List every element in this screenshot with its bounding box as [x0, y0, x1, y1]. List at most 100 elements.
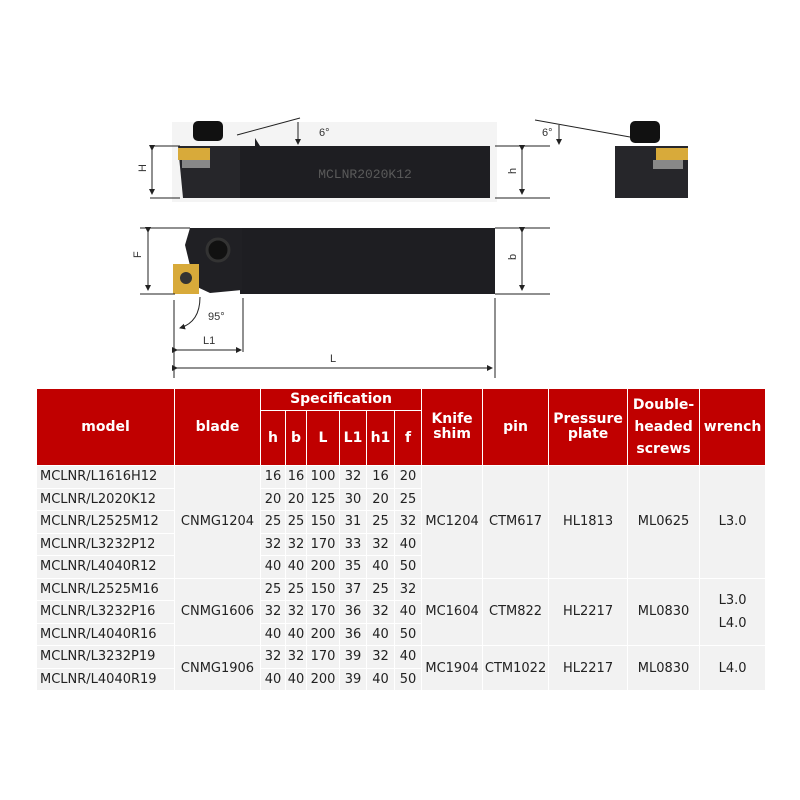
- spec-cell-l1: 30: [339, 487, 367, 511]
- screw-cell: ML0830: [627, 577, 701, 646]
- label-6deg-right: 6°: [542, 127, 553, 139]
- spec-cell-l1: 32: [339, 465, 367, 489]
- wrench-value: L3.0: [718, 514, 747, 530]
- header-pin: pin: [482, 388, 550, 466]
- header-specification: Specification: [259, 388, 423, 411]
- header-L: L: [306, 410, 340, 466]
- spec-cell-l: 200: [306, 622, 340, 646]
- spec-table: model blade Specification Knife shim pin…: [36, 388, 767, 691]
- spec-cell-h1: 20: [366, 487, 395, 511]
- spec-cell-b: 32: [285, 645, 307, 669]
- spec-cell-l: 200: [306, 667, 340, 691]
- spec-cell-l: 170: [306, 532, 340, 556]
- screw-cell: ML0625: [627, 465, 701, 579]
- header-screws: Double-headed screws: [627, 388, 701, 466]
- spec-cell-l: 100: [306, 465, 340, 489]
- wrench-value: L3.0: [718, 592, 747, 608]
- spec-cell-h1: 25: [366, 510, 395, 534]
- tool-marking: MCLNR2020K12: [318, 167, 412, 182]
- spec-cell-l1: 31: [339, 510, 367, 534]
- spec-cell-h: 32: [260, 532, 286, 556]
- spec-cell-f: 32: [393, 577, 423, 601]
- model-cell: MCLNR/L2020K12: [36, 487, 175, 511]
- knife-shim-cell: MC1204: [421, 465, 484, 579]
- insert-icon: [178, 148, 210, 160]
- spec-cell-l: 150: [306, 510, 340, 534]
- spec-cell-h1: 16: [366, 465, 395, 489]
- model-cell: MCLNR/L1616H12: [36, 465, 175, 489]
- label-95deg: 95°: [208, 311, 225, 323]
- side-view: MCLNR2020K12 H 6°: [137, 117, 497, 202]
- model-cell: MCLNR/L4040R12: [36, 555, 175, 579]
- label-L1: L1: [203, 335, 215, 347]
- spec-cell-b: 16: [285, 465, 307, 489]
- label-h: h: [507, 168, 519, 174]
- wrench-cell: L4.0: [699, 645, 767, 691]
- spec-cell-f: 50: [393, 555, 423, 579]
- spec-cell-h: 32: [260, 645, 286, 669]
- header-wrench: wrench: [699, 388, 767, 466]
- pressure-plate-cell: HL1813: [548, 465, 629, 579]
- label-L: L: [330, 353, 336, 365]
- spec-cell-l: 200: [306, 555, 340, 579]
- pressure-plate-cell: HL2217: [548, 577, 629, 646]
- label-6deg-left: 6°: [319, 127, 330, 139]
- knife-shim-cell: MC1904: [421, 645, 484, 691]
- model-cell: MCLNR/L3232P19: [36, 645, 175, 669]
- header-knife-shim: Knife shim: [421, 388, 484, 466]
- model-cell: MCLNR/L4040R19: [36, 667, 175, 691]
- tool-holder-diagram: MCLNR2020K12 H 6° h 6° F b 95°: [132, 117, 688, 378]
- spec-cell-b: 25: [285, 510, 307, 534]
- header-pressure-plate: Pressure plate: [548, 388, 629, 466]
- wrench-value: L4.0: [718, 660, 747, 676]
- spec-cell-h1: 32: [366, 645, 395, 669]
- spec-cell-l1: 37: [339, 577, 367, 601]
- spec-cell-l1: 39: [339, 645, 367, 669]
- spec-cell-f: 25: [393, 487, 423, 511]
- spec-cell-l1: 39: [339, 667, 367, 691]
- spec-cell-l: 170: [306, 600, 340, 624]
- spec-cell-h: 25: [260, 510, 286, 534]
- spec-cell-f: 40: [393, 532, 423, 556]
- header-h1: h1: [366, 410, 395, 466]
- header-f: f: [393, 410, 423, 466]
- spec-cell-b: 32: [285, 600, 307, 624]
- spec-cell-h: 20: [260, 487, 286, 511]
- blade-cell: CNMG1204: [174, 465, 261, 579]
- pin-cell: CTM617: [482, 465, 550, 579]
- pressure-plate-cell: HL2217: [548, 645, 629, 691]
- header-L1: L1: [339, 410, 367, 466]
- spec-cell-f: 40: [393, 600, 423, 624]
- header-h: h: [260, 410, 286, 466]
- spec-cell-h: 25: [260, 577, 286, 601]
- spec-cell-l: 150: [306, 577, 340, 601]
- spec-cell-f: 50: [393, 667, 423, 691]
- spec-cell-f: 32: [393, 510, 423, 534]
- model-cell: MCLNR/L2525M12: [36, 510, 175, 534]
- model-cell: MCLNR/L2525M16: [36, 577, 175, 601]
- spec-cell-l1: 35: [339, 555, 367, 579]
- spec-cell-h: 32: [260, 600, 286, 624]
- plan-view: F b 95° L1 L: [132, 227, 550, 378]
- spec-cell-f: 40: [393, 645, 423, 669]
- label-F: F: [132, 251, 144, 258]
- header-b: b: [285, 410, 307, 466]
- label-H: H: [137, 164, 149, 172]
- spec-cell-h: 40: [260, 622, 286, 646]
- spec-cell-l1: 36: [339, 600, 367, 624]
- blade-cell: CNMG1606: [174, 577, 261, 646]
- wrench-value-alt: L4.0: [718, 615, 747, 631]
- spec-cell-h1: 25: [366, 577, 395, 601]
- wrench-cell: L3.0: [699, 465, 767, 579]
- spec-cell-h: 40: [260, 555, 286, 579]
- model-cell: MCLNR/L3232P16: [36, 600, 175, 624]
- pin-cell: CTM822: [482, 577, 550, 646]
- spec-cell-h: 16: [260, 465, 286, 489]
